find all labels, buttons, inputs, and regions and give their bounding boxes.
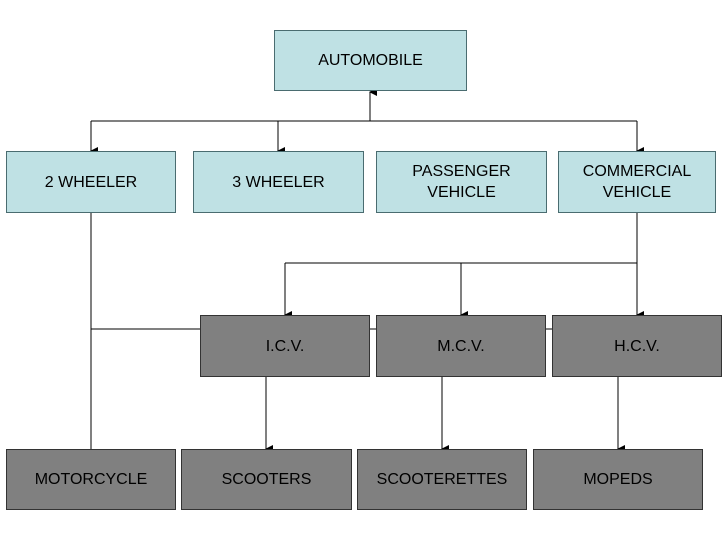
node-passenger-vehicle: PASSENGER VEHICLE — [376, 151, 547, 213]
node-label: I.C.V. — [265, 337, 305, 355]
node-commercial-vehicle: COMMERCIAL VEHICLE — [558, 151, 716, 213]
node-hcv: H.C.V. — [552, 315, 722, 377]
node-mcv: M.C.V. — [376, 315, 546, 377]
node-label: SCOOTERS — [221, 471, 312, 488]
node-label: H.C.V. — [614, 337, 660, 355]
node-scooters: SCOOTERS — [181, 449, 352, 510]
node-label: COMMERCIAL VEHICLE — [582, 163, 692, 201]
node-3-wheeler: 3 WHEELER — [193, 151, 364, 213]
node-motorcycle: MOTORCYCLE — [6, 449, 176, 510]
node-2-wheeler: 2 WHEELER — [6, 151, 176, 213]
node-label: 3 WHEELER — [232, 173, 325, 191]
node-label: MOPEDS — [583, 471, 653, 488]
node-label: MOTORCYCLE — [34, 471, 148, 488]
node-mopeds: MOPEDS — [533, 449, 703, 510]
node-label: 2 WHEELER — [44, 173, 138, 191]
node-label: M.C.V. — [437, 337, 485, 355]
node-label: SCOOTERETTES — [376, 471, 508, 488]
node-label: PASSENGER VEHICLE — [412, 163, 511, 201]
node-automobile: AUTOMOBILE — [274, 30, 467, 91]
node-icv: I.C.V. — [200, 315, 370, 377]
node-scooterettes: SCOOTERETTES — [357, 449, 527, 510]
node-label: AUTOMOBILE — [318, 52, 423, 69]
